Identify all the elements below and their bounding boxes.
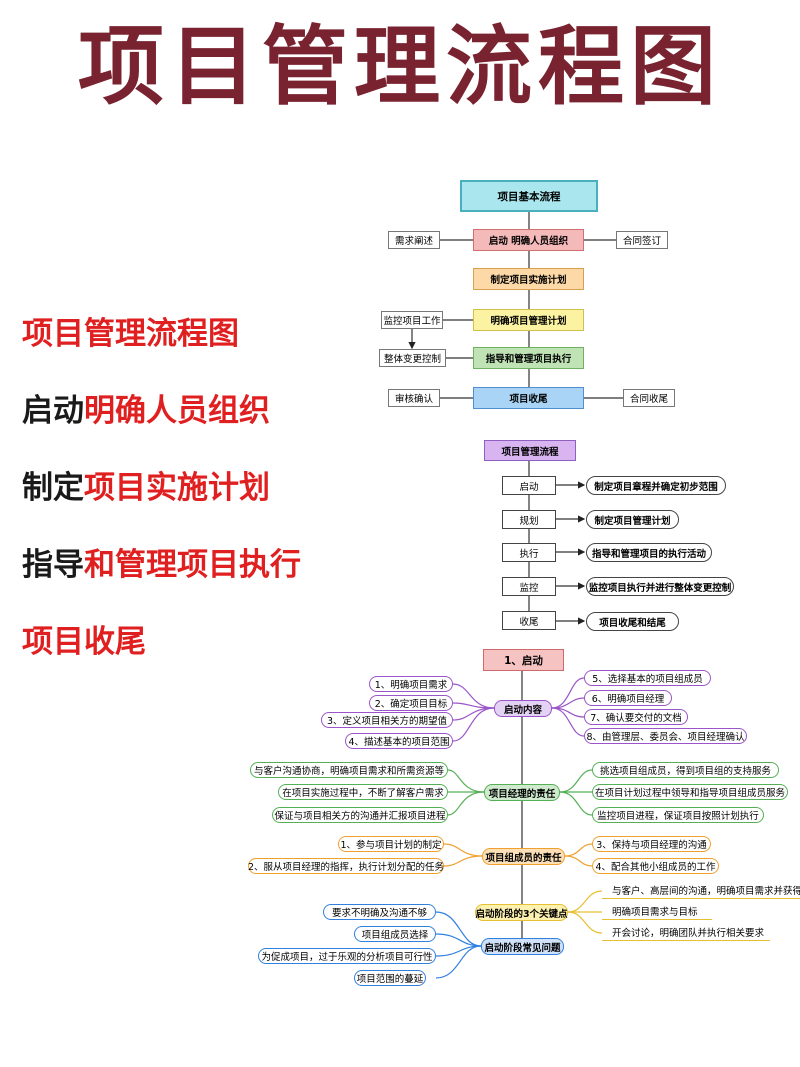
startup-right-7: 7、确认要交付的文档	[584, 709, 688, 725]
note-change-control: 整体变更控制	[379, 349, 446, 367]
startup-left-3: 3、定义项目相关方的期望值	[321, 712, 453, 728]
basic-flow-title: 项目基本流程	[460, 180, 598, 212]
mgmt-result-2: 制定项目管理计划	[586, 510, 679, 529]
note-review: 审核确认	[388, 389, 440, 407]
mgmt-phase-1: 启动	[502, 476, 556, 495]
issues-branches	[435, 911, 482, 979]
mgmt-flow-title: 项目管理流程	[484, 440, 576, 461]
startup-right-6: 6、明确项目经理	[584, 690, 672, 706]
mgmt-result-5: 项目收尾和结尾	[586, 612, 679, 631]
mgmt-result-4: 监控项目执行并进行整体变更控制	[586, 577, 734, 596]
startup-branches	[452, 677, 585, 742]
mgmt-phase-5: 收尾	[502, 611, 556, 630]
member-left-2: 2、服从项目经理的指挥，执行计划分配的任务	[248, 858, 444, 874]
basic-step-plan: 制定项目实施计划	[473, 268, 584, 290]
key-points-branches	[567, 890, 603, 934]
member-duty-node: 项目组成员的责任	[482, 848, 565, 865]
pm-duty-left-3: 保证与项目相关方的沟通并汇报项目进程	[272, 807, 448, 823]
pm-duty-right-2: 在项目计划过程中领导和指导项目组成员服务	[592, 784, 788, 800]
issue-1: 要求不明确及沟通不够	[323, 904, 436, 920]
pm-duty-branches	[447, 769, 593, 816]
key-point-1: 与客户、高层间的沟通，明确项目需求并获得相关	[602, 885, 800, 899]
note-contract-close: 合同收尾	[623, 389, 675, 407]
pm-duty-node: 项目经理的责任	[484, 784, 560, 801]
note-contract-sign: 合同签订	[616, 231, 668, 249]
startup-left-1: 1、明确项目需求	[369, 676, 453, 692]
member-right-4: 4、配合其他小组成员的工作	[592, 858, 719, 874]
left-list-item-5: 项目收尾	[22, 624, 146, 660]
mgmt-result-1: 制定项目章程并确定初步范围	[586, 476, 726, 495]
basic-step-start: 启动 明确人员组织	[473, 229, 584, 251]
startup-right-8: 8、由管理层、委员会、项目经理确认	[584, 728, 747, 744]
pm-duty-left-2: 在项目实施过程中，不断了解客户需求	[278, 784, 448, 800]
mindmap-root: 1、启动	[483, 649, 564, 671]
key-point-2: 明确项目需求与目标	[602, 906, 712, 920]
pm-duty-left-1: 与客户沟通协商，明确项目需求和所需资源等	[250, 762, 448, 778]
pm-duty-right-3: 监控项目进程，保证项目按照计划执行	[592, 807, 764, 823]
issue-4: 项目范围的蔓延	[354, 970, 426, 986]
note-monitor: 监控项目工作	[381, 311, 443, 329]
left-list-item-4: 指导和管理项目执行	[22, 547, 301, 583]
member-left-1: 1、参与项目计划的制定	[338, 836, 444, 852]
startup-right-5: 5、选择基本的项目组成员	[584, 670, 711, 686]
note-requirements: 需求阐述	[388, 231, 440, 249]
basic-step-execute: 指导和管理项目执行	[473, 347, 584, 369]
issue-2: 项目组成员选择	[354, 926, 436, 942]
mgmt-phase-4: 监控	[502, 577, 556, 596]
pm-duty-right-1: 挑选项目组成员，得到项目组的支持服务	[592, 762, 779, 778]
issue-3: 为促成项目，过于乐观的分析项目可行性	[258, 948, 436, 964]
key-point-3: 开会讨论，明确团队并执行相关要求	[602, 927, 770, 941]
left-list-item-3: 制定项目实施计划	[22, 470, 270, 506]
key-points-node: 启动阶段的3个关键点	[475, 904, 568, 921]
page-title: 项目管理流程图	[78, 17, 722, 117]
issues-node: 启动阶段常见问题	[481, 938, 564, 955]
basic-step-manage: 明确项目管理计划	[473, 309, 584, 331]
left-list-item-2: 启动明确人员组织	[22, 393, 270, 429]
startup-left-4: 4、描述基本的项目范围	[345, 733, 453, 749]
mgmt-result-3: 指导和管理项目的执行活动	[586, 543, 712, 562]
mgmt-phase-2: 规划	[502, 510, 556, 529]
left-list-item-1: 项目管理流程图	[22, 316, 239, 352]
basic-step-close: 项目收尾	[473, 387, 584, 409]
member-right-3: 3、保持与项目经理的沟通	[592, 836, 711, 852]
member-duty-branches	[443, 843, 593, 867]
startup-left-2: 2、确定项目目标	[369, 695, 453, 711]
mgmt-phase-3: 执行	[502, 543, 556, 562]
startup-content-node: 启动内容	[494, 700, 552, 717]
